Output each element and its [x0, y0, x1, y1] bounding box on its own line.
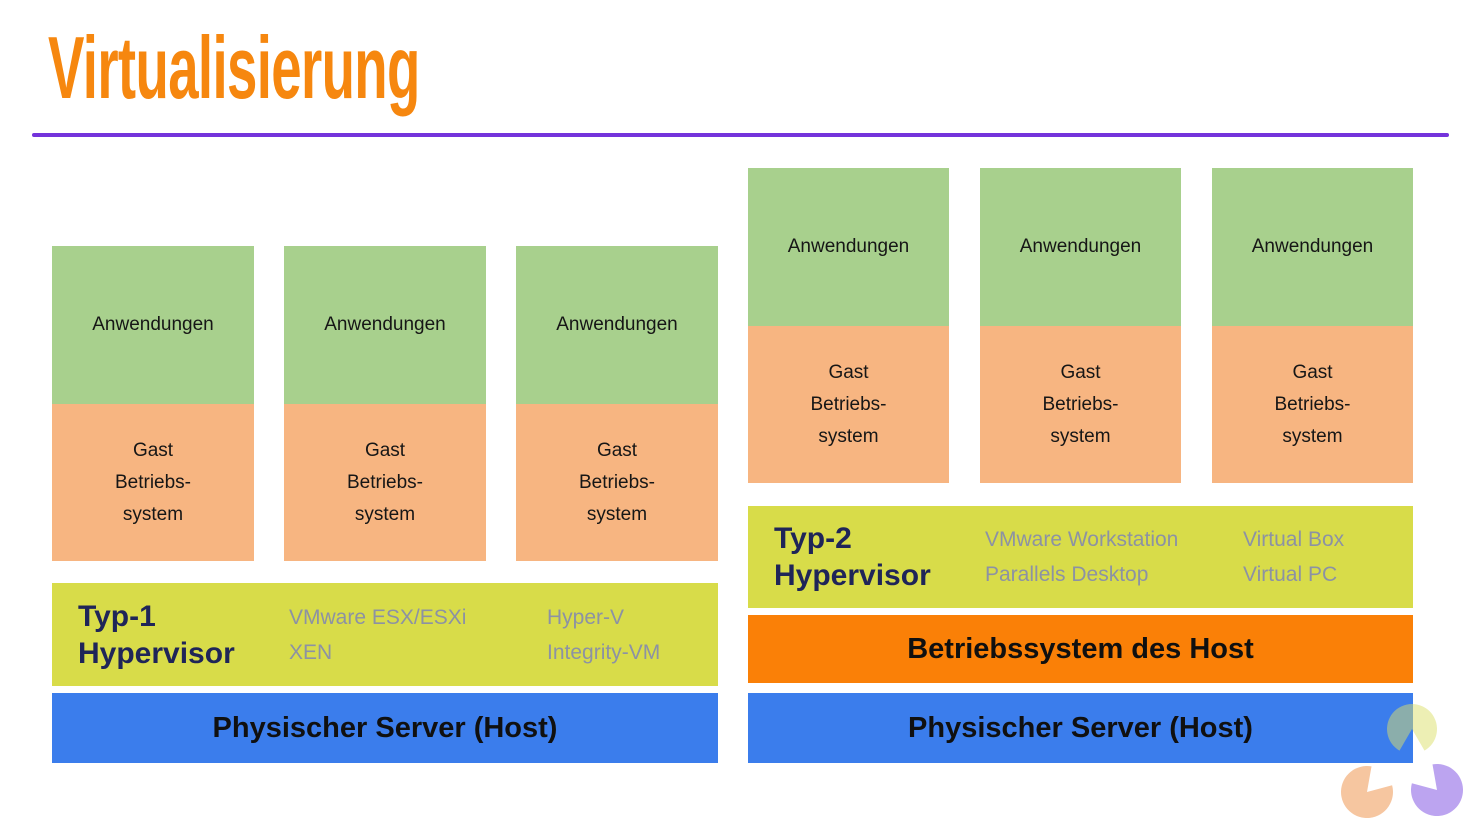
- guest-os-line: system: [122, 503, 184, 525]
- applications-label: Anwendungen: [324, 314, 446, 335]
- guest-os-box: Gast Betriebs- system: [284, 404, 486, 561]
- typ1-hypervisor-bar: Typ-1 Hypervisor VMware ESX/ESXi XEN Hyp…: [52, 583, 718, 686]
- applications-box: Anwendungen: [52, 246, 254, 404]
- guest-os-box: Gast Betriebs- system: [516, 404, 718, 561]
- product-label: Integrity-VM: [547, 640, 661, 664]
- vm-stack: Anwendungen Gast Betriebs- system: [980, 168, 1181, 483]
- guest-os-line: Betriebs-: [578, 471, 656, 493]
- hypervisor-type-label: Typ-1: [78, 599, 156, 633]
- physical-server-bar: Physischer Server (Host): [52, 693, 718, 763]
- guest-os-line: Gast: [364, 439, 406, 461]
- product-label: Hyper-V: [547, 605, 625, 629]
- applications-box: Anwendungen: [980, 168, 1181, 326]
- product-label: Parallels Desktop: [985, 563, 1149, 586]
- guest-os-box: Gast Betriebs- system: [980, 326, 1181, 483]
- product-label: VMware Workstation: [985, 528, 1179, 551]
- applications-box: Anwendungen: [748, 168, 949, 326]
- applications-label: Anwendungen: [556, 314, 678, 335]
- hypervisor-products-col1: VMware Workstation Parallels Desktop: [985, 522, 1178, 592]
- hypervisor-products-col2: Hyper-V Integrity-VM: [547, 600, 660, 670]
- physical-server-label: Physischer Server (Host): [908, 711, 1253, 744]
- hypervisor-products-col2: Virtual Box Virtual PC: [1243, 522, 1344, 592]
- hypervisor-label: Hypervisor: [774, 559, 931, 592]
- guest-os-box: Gast Betriebs- system: [1212, 326, 1413, 483]
- hypervisor-name: Typ-1 Hypervisor: [78, 598, 235, 672]
- hypervisor-products-col1: VMware ESX/ESXi XEN: [289, 600, 466, 670]
- pacman-right-icon: [1340, 765, 1393, 818]
- guest-os-line: Gast: [132, 439, 174, 461]
- guest-os-line: system: [1050, 425, 1111, 447]
- vm-stack: Anwendungen Gast Betriebs- system: [1212, 168, 1413, 483]
- host-os-label: Betriebssystem des Host: [907, 632, 1254, 665]
- product-label: Virtual PC: [1243, 563, 1338, 586]
- guest-os-line: Gast: [1292, 361, 1333, 383]
- hypervisor-label: Hypervisor: [78, 636, 235, 670]
- applications-box: Anwendungen: [516, 246, 718, 404]
- guest-os-line: Betriebs-: [114, 471, 192, 493]
- vm-stack: Anwendungen Gast Betriebs- system: [52, 246, 254, 561]
- guest-os-line: Betriebs-: [1274, 393, 1351, 415]
- vm-stack: Anwendungen Gast Betriebs- system: [748, 168, 949, 483]
- guest-os-box: Gast Betriebs- system: [748, 326, 949, 483]
- guest-os-line: system: [1282, 425, 1343, 447]
- physical-server-label: Physischer Server (Host): [212, 711, 558, 744]
- vm-stack: Anwendungen Gast Betriebs- system: [284, 246, 486, 561]
- guest-os-line: system: [818, 425, 879, 447]
- guest-os-line: system: [586, 503, 648, 525]
- applications-label: Anwendungen: [1019, 236, 1142, 257]
- pacman-down-icon: [1387, 703, 1437, 751]
- product-label: Virtual Box: [1243, 528, 1345, 551]
- guest-os-line: Gast: [1060, 361, 1101, 383]
- applications-box: Anwendungen: [1212, 168, 1413, 326]
- host-os-bar: Betriebssystem des Host: [748, 615, 1413, 683]
- product-label: XEN: [289, 640, 333, 664]
- applications-label: Anwendungen: [92, 314, 214, 335]
- product-label: VMware ESX/ESXi: [289, 605, 467, 629]
- vm-stack: Anwendungen Gast Betriebs- system: [516, 246, 718, 561]
- applications-label: Anwendungen: [787, 236, 910, 257]
- applications-box: Anwendungen: [284, 246, 486, 404]
- guest-os-box: Gast Betriebs- system: [52, 404, 254, 561]
- guest-os-line: system: [354, 503, 416, 525]
- title-divider: [32, 133, 1449, 137]
- decorations: [1340, 703, 1464, 818]
- applications-label: Anwendungen: [1251, 236, 1374, 257]
- guest-os-line: Betriebs-: [346, 471, 424, 493]
- pacman-left-icon: [1411, 763, 1464, 816]
- guest-os-line: Betriebs-: [810, 393, 887, 415]
- typ2-hypervisor-bar: Typ-2 Hypervisor VMware Workstation Para…: [748, 506, 1413, 608]
- guest-os-line: Betriebs-: [1042, 393, 1119, 415]
- guest-os-line: Gast: [828, 361, 869, 383]
- physical-server-bar: Physischer Server (Host): [748, 693, 1413, 763]
- guest-os-line: Gast: [596, 439, 638, 461]
- hypervisor-name: Typ-2 Hypervisor: [774, 520, 931, 594]
- hypervisor-type-label: Typ-2: [774, 522, 852, 555]
- page-title: Virtualisierung: [48, 18, 420, 117]
